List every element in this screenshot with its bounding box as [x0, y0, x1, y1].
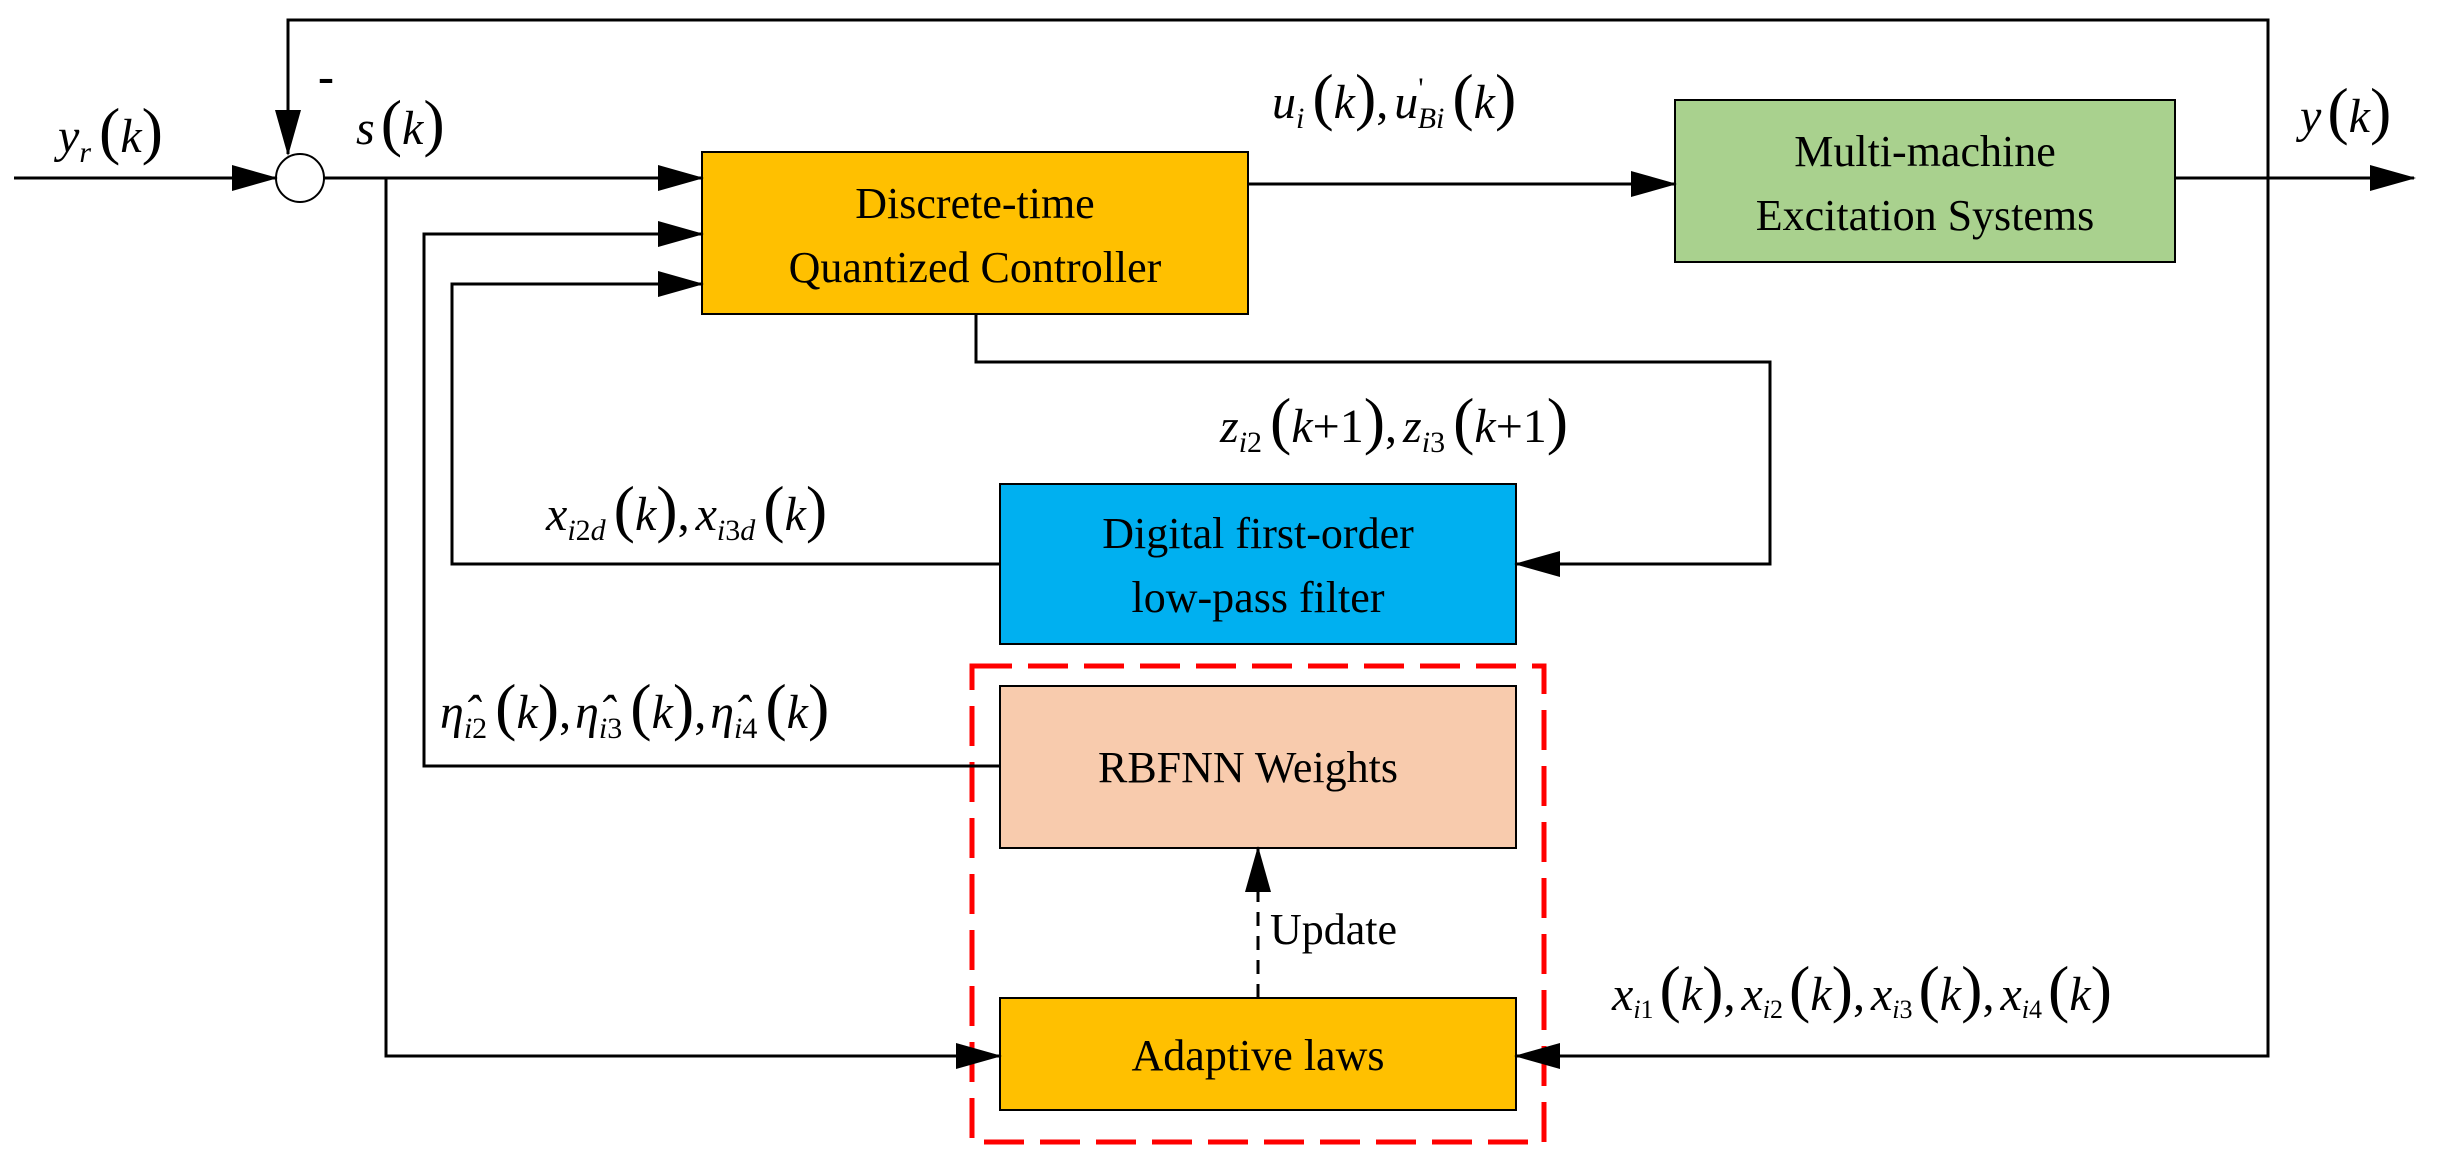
error-label: s(k)	[356, 87, 445, 158]
rbfnn-weights-box	[999, 685, 1517, 849]
rbfnn-weights-label: RBFNN Weights	[1098, 743, 1398, 792]
adaptive-laws-block: Adaptive laws	[999, 997, 1517, 1111]
controller-box	[701, 151, 1249, 315]
rbfnn-weights-block: RBFNN Weights	[999, 685, 1517, 849]
minus-sign: -	[318, 50, 334, 103]
summing-junction	[275, 153, 325, 203]
weights-to-controller-line	[422, 221, 1000, 768]
adaptive-laws-box	[999, 997, 1517, 1111]
controller-block: Discrete-time Quantized Controller	[701, 151, 1249, 315]
filter-label-line2: low-pass filter	[1132, 573, 1385, 622]
update-label: Update	[1270, 905, 1397, 954]
error-to-adaptive-line	[384, 178, 1002, 1069]
filter-label-line1: Digital first-order	[1102, 509, 1414, 558]
output-label: y(k)	[2295, 75, 2391, 146]
weights-output-label: η̂i2(k),η̂i3(k),η̂i4(k)	[440, 671, 829, 745]
plant-box	[1674, 99, 2176, 263]
controller-label-line2: Quantized Controller	[789, 243, 1162, 292]
filter-box	[999, 483, 1517, 645]
filter-output-label: xi2d(k),xi3d(k)	[545, 473, 827, 547]
control-signal-label: ui(k),u'Bi(k)	[1272, 61, 1516, 135]
controller-to-filter-line	[974, 314, 1772, 577]
filter-to-controller-line	[450, 271, 1000, 566]
plant-label-line2: Excitation Systems	[1756, 191, 2095, 240]
controller-label-line1: Discrete-time	[855, 179, 1094, 228]
filter-input-label: zi2(k+1),zi3(k+1)	[1219, 385, 1568, 459]
filter-block: Digital first-order low-pass filter	[999, 483, 1517, 645]
adaptive-section-dashed-boundary	[969, 663, 1547, 1145]
adaptive-laws-label: Adaptive laws	[1132, 1031, 1385, 1080]
plant-block: Multi-machine Excitation Systems	[1674, 99, 2176, 263]
states-label: xi1(k),xi2(k),xi3(k),xi4(k)	[1611, 953, 2112, 1024]
states-to-adaptive-line	[1514, 178, 2270, 1069]
reference-label: yr(k)	[53, 95, 163, 169]
output-feedback-line	[275, 18, 2270, 178]
plant-label-line1: Multi-machine	[1794, 127, 2056, 176]
